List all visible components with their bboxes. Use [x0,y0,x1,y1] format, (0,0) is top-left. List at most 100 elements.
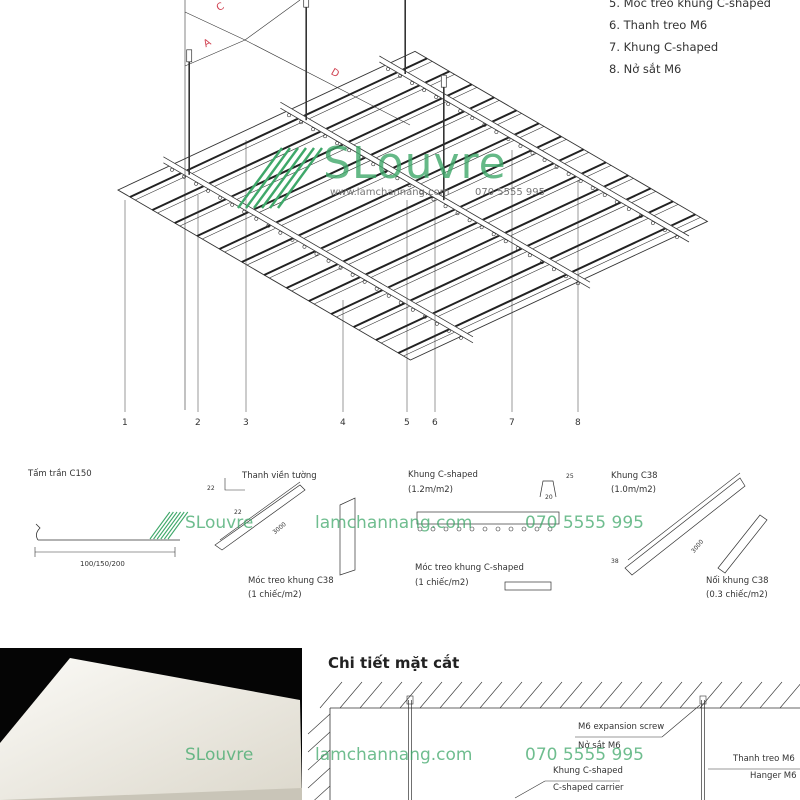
c-carrier-qty: (1.2m/m2) [408,485,453,495]
part-number: 6 [432,418,438,428]
concrete-hatch [439,681,463,709]
carrier-clip [521,526,527,532]
concrete-hatch [359,681,383,709]
carrier-clip [407,183,412,188]
carrier-clip [494,130,499,134]
carrier-clip [395,176,400,181]
c-carrier-edge [163,156,474,338]
section-carrier-en: C-shaped carrier [553,783,624,793]
watermark-logo-icon [269,147,315,209]
c-carrier-hanger-qty: (1 chiếc/m2) [415,578,469,588]
c-carrier-edge [280,101,591,283]
carrier-clip [290,237,295,242]
concrete-hatch [339,681,363,709]
carrier-clip [326,258,331,263]
watermark-logo-icon [237,147,283,209]
c-carrier-label: Khung C-shaped [408,470,478,480]
legend-item: 8. Nở sắt M6 [609,62,682,76]
ceiling-slat [174,83,473,224]
c-carrier-hanger-label: Móc treo khung C-shaped [415,563,524,573]
carrier-clip [374,286,379,291]
concrete-hatch [699,681,723,709]
carrier-clip [347,148,352,153]
carrier-clip [266,223,271,228]
carrier-clip [417,526,423,532]
watermark-phone-bottom: 070 5555 995 [525,745,644,765]
wall-trim-dim-b: 22 [234,509,242,516]
panel-dimension: 100/150/200 [80,560,125,568]
panel-label: Tấm trần C150 [28,469,92,479]
watermark-logo-icon [149,511,171,540]
carrier-clip [539,260,544,265]
carrier-clip [299,120,303,125]
c-carrier-edge [379,55,690,237]
part-number: 2 [195,418,201,428]
carrier-clip [495,526,501,532]
c38-frame-qty: (1.0m/m2) [611,485,656,495]
c-carrier-edge [379,61,690,243]
legend-item: 6. Thanh treo M6 [609,18,708,32]
carrier-clip [447,328,451,333]
c38-joint-label: Nối khung C38 [706,576,769,586]
carrier-clip [518,144,523,148]
carrier-clip [314,251,319,256]
panel-photo [0,648,302,800]
carrier-clip [459,335,463,340]
section-screw-en: M6 expansion screw [578,722,665,732]
carrier-clip [470,116,475,120]
part-number: 8 [575,418,581,428]
carrier-clip [419,190,424,195]
carrier-clip [359,155,364,160]
c38-hanger-qty: (1 chiếc/m2) [248,590,302,600]
c38-frame-sketch [624,477,746,576]
carrier-clip [410,81,414,85]
ceiling-slat-edge [202,100,500,240]
concrete-hatch [314,785,331,800]
c-carrier [278,102,592,288]
section-title: Chi tiết mặt cắt [328,654,460,672]
ceiling-slat [397,213,696,354]
carrier-clip [386,293,391,298]
wall-trim-sketch [214,484,306,551]
ceiling-slat [151,70,450,211]
carrier-clip [455,211,460,216]
ceiling-slat-edge [269,139,567,279]
c-carrier [377,56,691,242]
carrier-clip [350,272,355,277]
ceiling-slat [219,109,517,250]
section-carrier-vi: Khung C-shaped [553,766,623,776]
ceiling-slat-edge [224,113,522,253]
watermark-logo-icon [253,147,299,209]
carrier-clip [554,165,559,169]
carrier-clip [311,127,315,132]
parts-legend: 5. Móc treo khung C-shaped 6. Thanh treo… [609,0,771,80]
concrete-hatch [579,681,603,709]
ceiling-slat-edge [246,126,545,266]
dimension-c-line [184,11,246,41]
carrier-clip [602,193,607,197]
ceiling-slat-edge [381,204,679,344]
carrier-clip [458,109,463,113]
ceiling-slat [129,57,428,198]
carrier-clip [206,188,211,193]
ceiling-slat-edge [403,217,701,357]
carrier-clip [287,113,291,118]
carrier-clip [434,321,439,326]
concrete-hatch [739,681,763,709]
carrier-clip [542,158,547,162]
carrier-clip [503,239,508,244]
ceiling-slat-edge [179,87,478,227]
carrier-clip [302,244,307,249]
carrier-clip [551,267,556,272]
carrier-clip [482,123,487,127]
carrier-clip [194,181,198,186]
c-carrier [161,157,475,343]
carrier-clip [479,225,484,230]
carrier-clip [482,526,488,532]
carrier-clip [530,151,535,155]
concrete-hatch [379,681,403,709]
ceiling-slat [330,174,629,315]
carrier-clip [614,200,619,204]
carrier-clip [335,141,340,146]
carrier-clip [467,218,472,223]
